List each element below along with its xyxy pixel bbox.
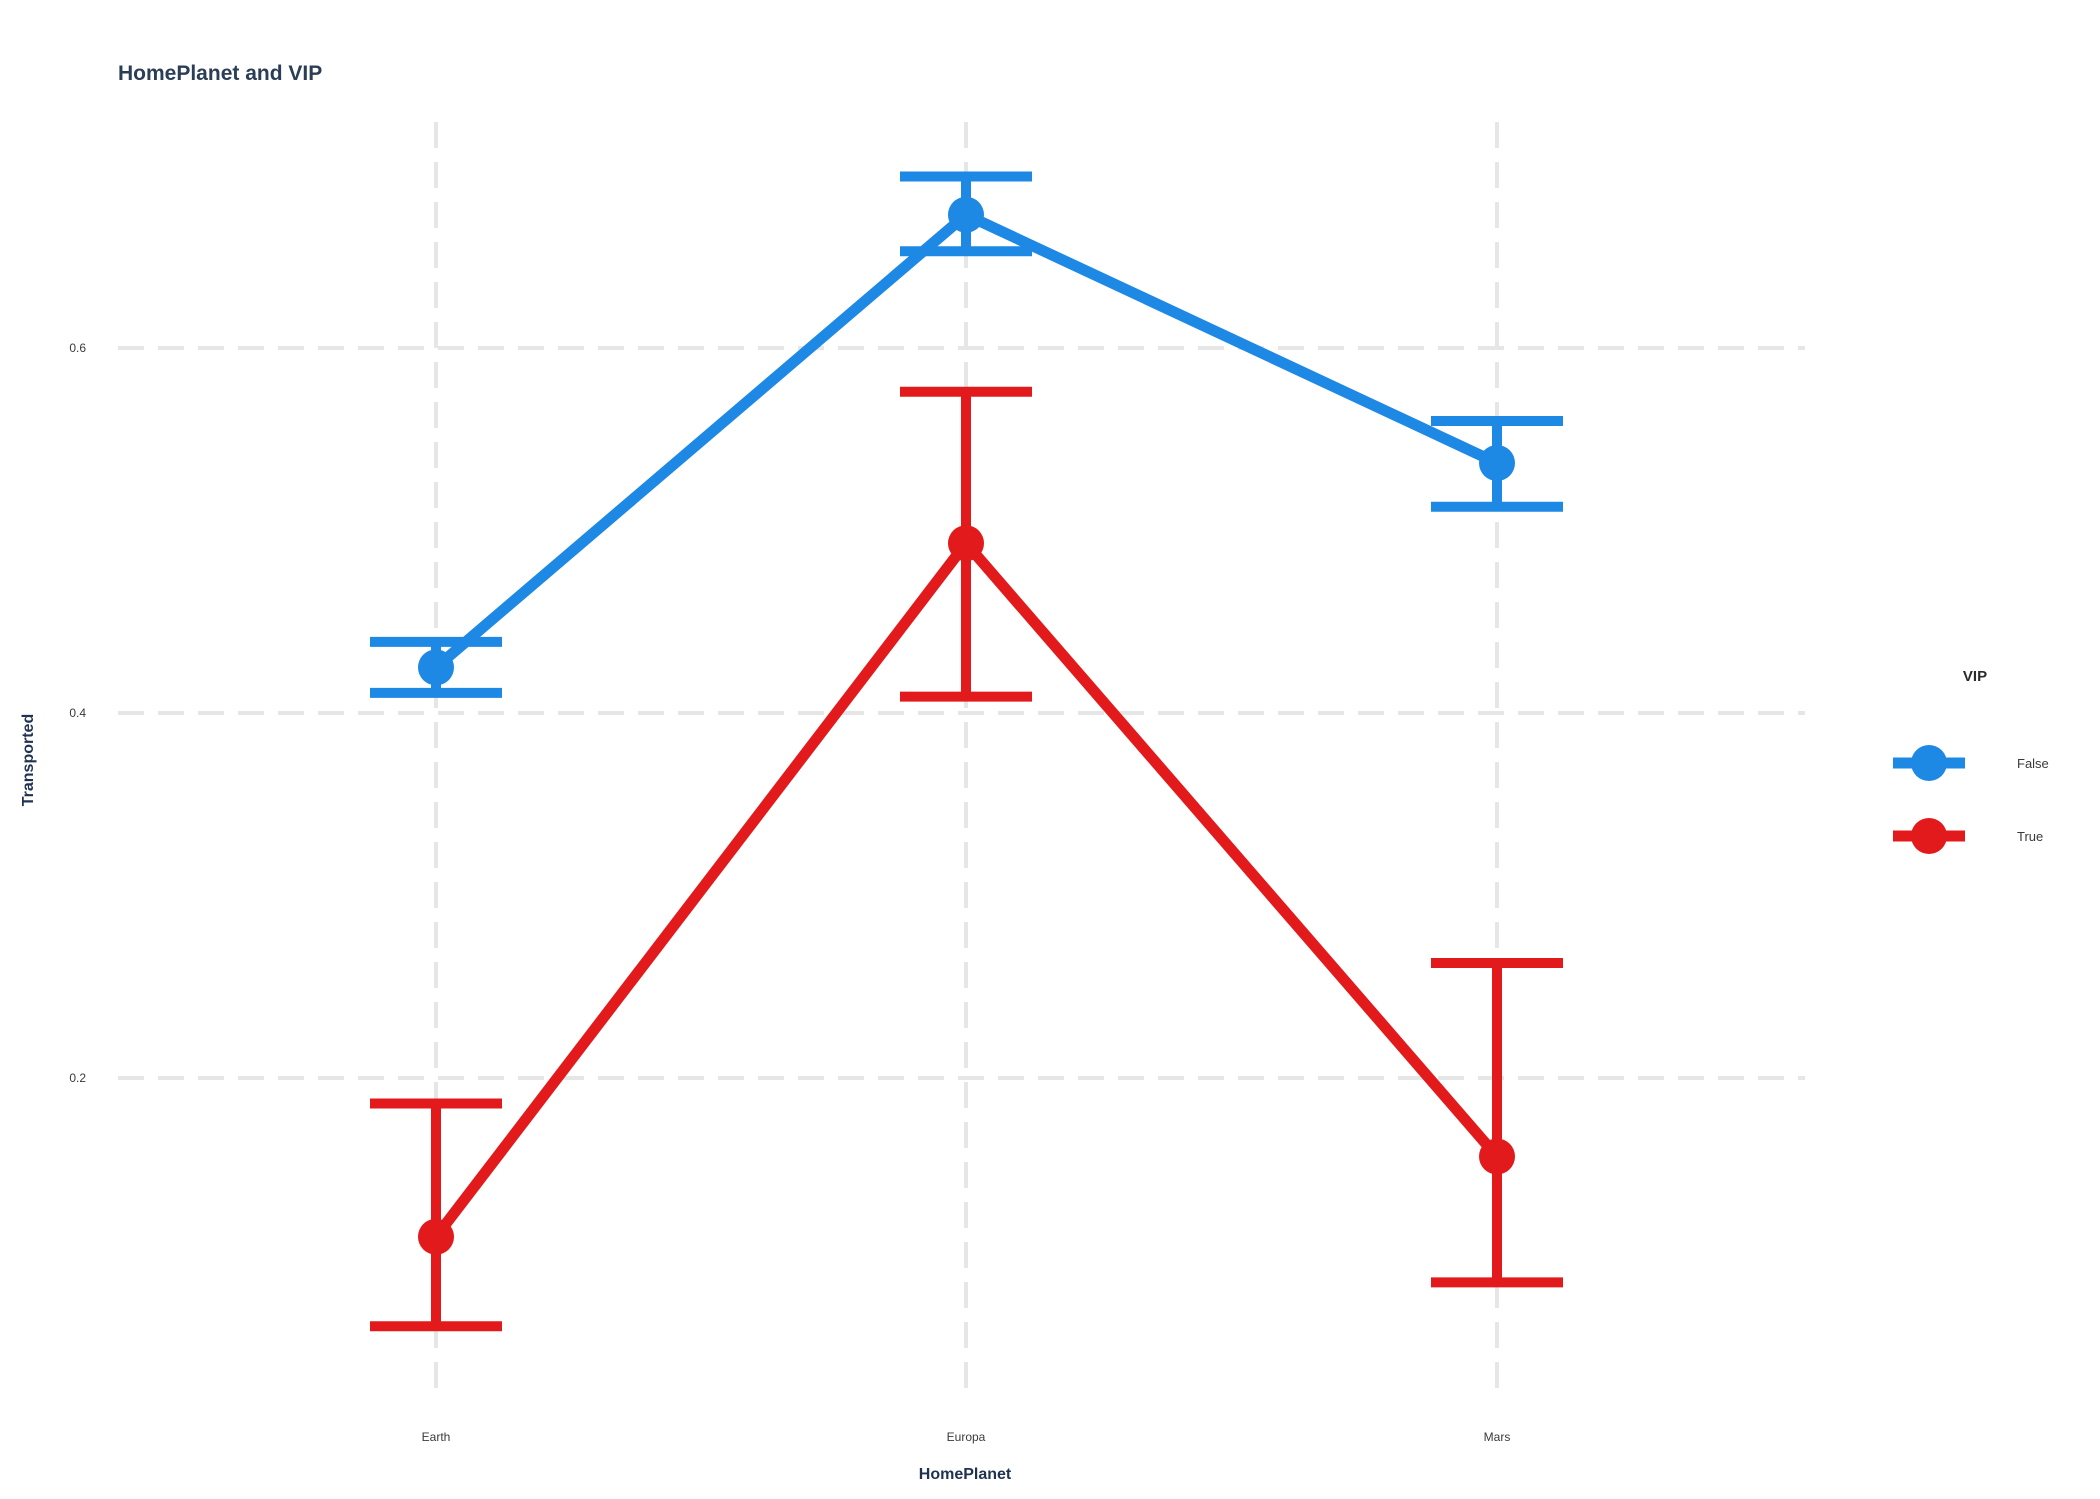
- data-point-false-earth: [418, 649, 454, 686]
- legend-key-point-false: [1911, 745, 1947, 781]
- data-point-false-mars: [1479, 444, 1515, 481]
- legend-label-true: True: [2017, 829, 2043, 844]
- series-false: [370, 171, 1563, 698]
- x-tick-labels: Earth Europa Mars: [422, 1430, 1511, 1444]
- legend-item-false: False: [1893, 745, 2049, 781]
- x-tick-label-mars: Mars: [1484, 1430, 1511, 1444]
- x-tick-label-earth: Earth: [422, 1430, 451, 1444]
- data-point-true-mars: [1479, 1138, 1515, 1175]
- y-tick-label-1: 0.4: [69, 706, 86, 720]
- data-point-true-earth: [418, 1218, 454, 1255]
- legend-item-true: True: [1893, 818, 2043, 854]
- legend-title: VIP: [1963, 668, 1987, 685]
- legend-key-point-true: [1911, 818, 1947, 854]
- data-point-false-europa: [948, 196, 984, 233]
- x-axis-title: HomePlanet: [919, 1466, 1012, 1483]
- series-true: [370, 386, 1563, 1332]
- y-tick-labels: 0.2 0.4 0.6: [69, 341, 86, 1085]
- x-tick-label-europa: Europa: [947, 1430, 986, 1444]
- series-layer: [370, 171, 1563, 1332]
- legend-label-false: False: [2017, 756, 2049, 771]
- y-axis-title: Transported: [20, 714, 37, 806]
- chart-title: HomePlanet and VIP: [118, 62, 322, 85]
- grid: [118, 122, 1805, 1398]
- data-point-true-europa: [948, 525, 984, 562]
- y-tick-label-2: 0.6: [69, 341, 86, 355]
- y-tick-label-0: 0.2: [69, 1071, 86, 1085]
